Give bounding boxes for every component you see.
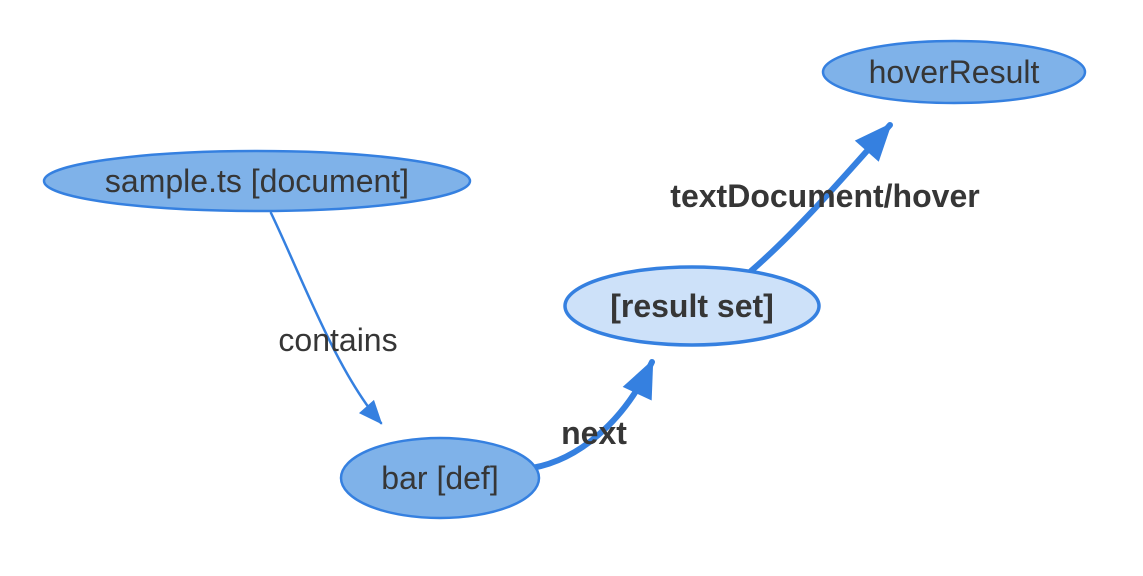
node-bar-def-label: bar [def] bbox=[381, 460, 498, 496]
edge-next bbox=[529, 359, 655, 471]
node-bar-def: bar [def] bbox=[339, 436, 541, 520]
edge-label-contains: contains bbox=[278, 322, 397, 358]
node-document: sample.ts [document] bbox=[42, 149, 472, 213]
edge-contains bbox=[269, 211, 383, 425]
node-hover-result: hoverResult bbox=[821, 39, 1087, 105]
node-hover-result-shape bbox=[821, 39, 1087, 105]
node-document-shape bbox=[42, 149, 472, 213]
node-hover-result-label: hoverResult bbox=[869, 54, 1040, 90]
edge-text-document-hover bbox=[748, 122, 893, 274]
node-result-set: [result set] bbox=[563, 265, 821, 347]
edge-label-next: next bbox=[561, 415, 627, 451]
edge-label-text-document-hover: textDocument/hover bbox=[670, 178, 979, 214]
node-bar-def-shape bbox=[339, 436, 541, 520]
node-document-label: sample.ts [document] bbox=[105, 163, 409, 199]
node-result-set-label: [result set] bbox=[610, 288, 774, 324]
node-result-set-shape bbox=[563, 265, 821, 347]
